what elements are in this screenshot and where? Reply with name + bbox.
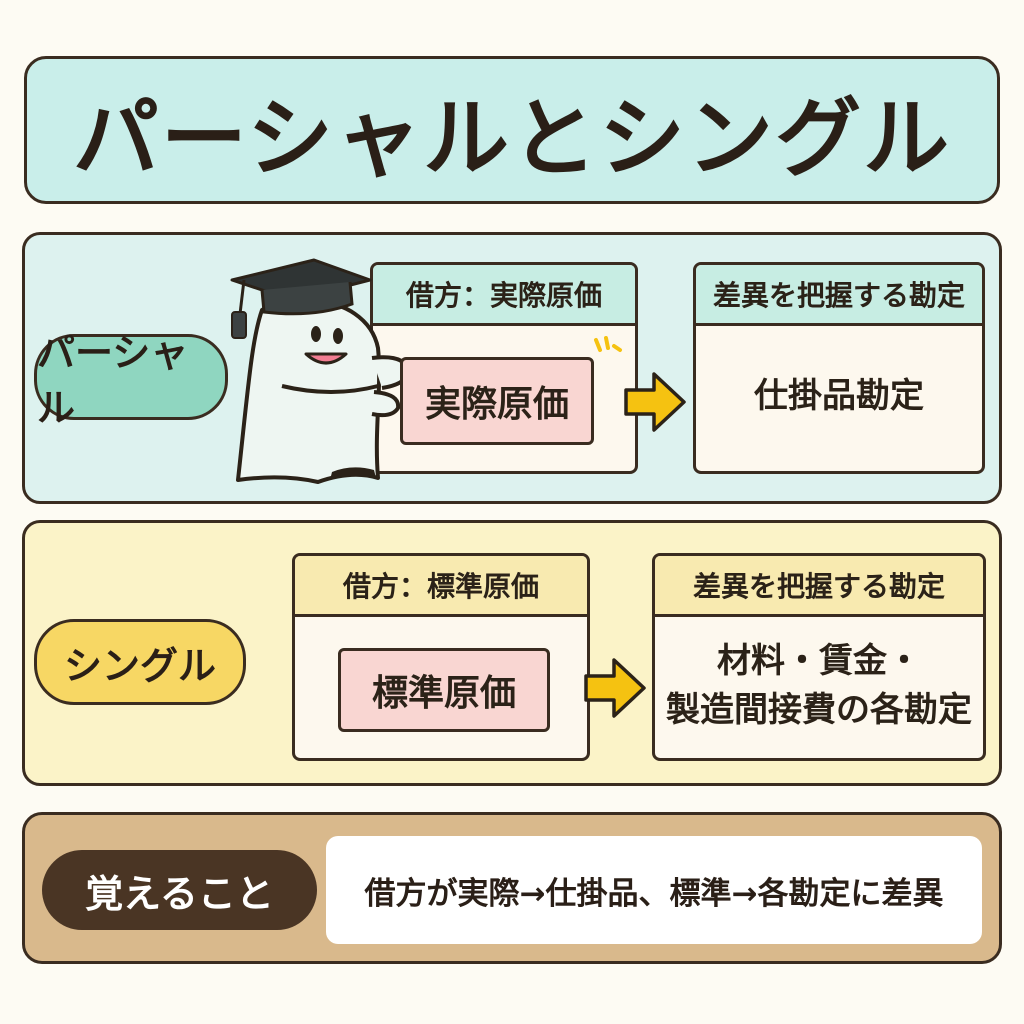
single-variance-line2: 製造間接費の各勘定 bbox=[666, 690, 972, 730]
right-arrow-icon bbox=[584, 658, 646, 718]
single-variance-header: 差異を把握する勘定 bbox=[655, 556, 983, 617]
sparkle-icon bbox=[594, 336, 622, 352]
partial-variance-value: 仕掛品勘定 bbox=[754, 376, 924, 417]
single-variance-line1: 材料・賃金・ bbox=[717, 640, 921, 681]
partial-debit-value: 実際原価 bbox=[400, 357, 594, 445]
partial-label: パーシャル bbox=[34, 331, 228, 430]
partial-debit-header: 借方：実際原価 bbox=[373, 265, 635, 326]
single-debit-value: 標準原価 bbox=[338, 648, 550, 732]
page-title: パーシャルとシングル bbox=[72, 88, 952, 189]
title-banner: パーシャルとシングル bbox=[24, 56, 1000, 204]
partial-variance-card: 差異を把握する勘定 仕掛品勘定 bbox=[693, 262, 985, 474]
single-label: シングル bbox=[34, 619, 246, 705]
right-arrow-icon bbox=[624, 372, 686, 432]
single-variance-card: 差異を把握する勘定 材料・賃金・ 製造間接費の各勘定 bbox=[652, 553, 986, 761]
single-variance-value: 材料・賃金・ 製造間接費の各勘定 bbox=[655, 614, 983, 758]
ghost-with-graduation-cap-icon bbox=[230, 258, 411, 484]
memo-text: 借方が実際→仕掛品、標準→各勘定に差異 bbox=[326, 836, 982, 944]
single-debit-header: 借方：標準原価 bbox=[295, 556, 587, 617]
partial-variance-header: 差異を把握する勘定 bbox=[696, 265, 982, 326]
memo-label: 覚えること bbox=[42, 850, 317, 930]
